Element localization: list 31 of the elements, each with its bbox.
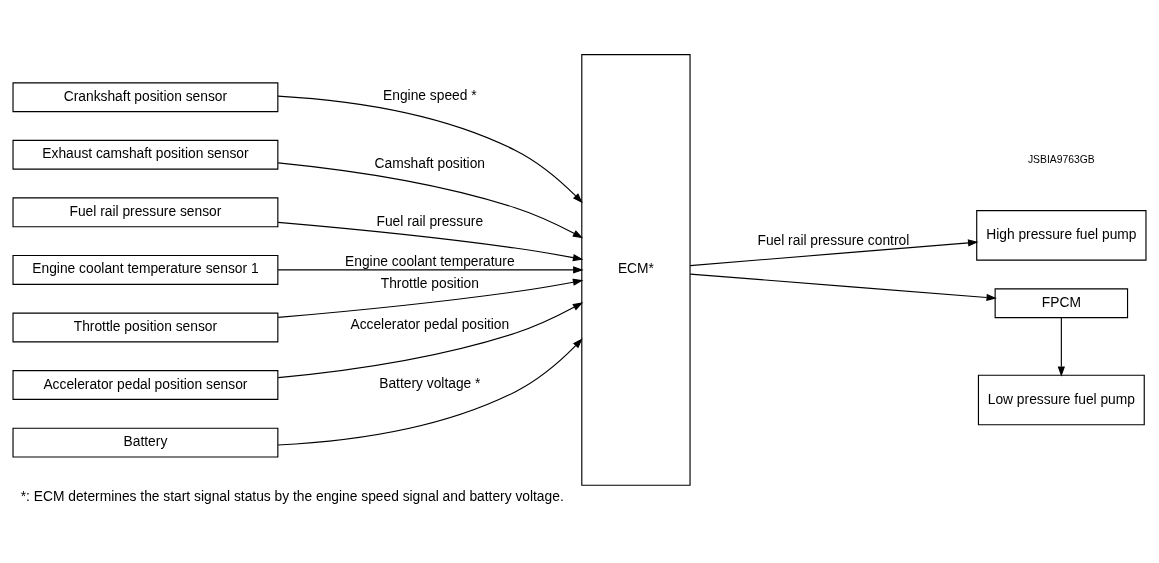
edge-label: Camshaft position bbox=[374, 154, 486, 171]
node-box: Exhaust camshaft position sensor bbox=[12, 139, 279, 170]
arrow bbox=[277, 278, 584, 318]
caption: *: ECM determines the start signal status by the engine speed signal and battery voltage. bbox=[20, 487, 564, 504]
edge-label: Engine coolant temperature bbox=[345, 252, 515, 269]
edge-label: Battery voltage * bbox=[379, 374, 481, 391]
arrow bbox=[277, 265, 584, 274]
edge-label: Fuel rail pressure bbox=[376, 212, 484, 229]
edge-label: Engine speed * bbox=[383, 86, 477, 103]
edge-label: Fuel rail pressure control bbox=[757, 231, 910, 248]
edge-label: Throttle position bbox=[380, 274, 479, 291]
node-box: FPCM bbox=[994, 287, 1129, 318]
node-box: Crankshaft position sensor bbox=[12, 81, 279, 112]
arrow bbox=[277, 301, 584, 378]
arrow bbox=[277, 221, 584, 261]
arrow bbox=[689, 273, 997, 301]
node-box: Low pressure fuel pump bbox=[977, 374, 1145, 425]
arrow bbox=[689, 238, 979, 266]
node-box: ECM* bbox=[581, 53, 691, 486]
node-box: Engine coolant temperature sensor 1 bbox=[12, 254, 279, 285]
node-box: High pressure fuel pump bbox=[976, 209, 1147, 261]
edge-label: Accelerator pedal position bbox=[350, 315, 510, 332]
arrow bbox=[277, 161, 584, 238]
node-box: Fuel rail pressure sensor bbox=[12, 196, 279, 227]
node-box: Accelerator pedal position sensor bbox=[12, 369, 279, 400]
arrow bbox=[277, 337, 583, 446]
arrow bbox=[277, 95, 583, 203]
node-box: Throttle position sensor bbox=[12, 312, 279, 342]
node-box: Battery bbox=[12, 427, 279, 458]
label: JSBIA9763GB bbox=[1027, 153, 1095, 165]
arrow bbox=[1057, 316, 1065, 377]
